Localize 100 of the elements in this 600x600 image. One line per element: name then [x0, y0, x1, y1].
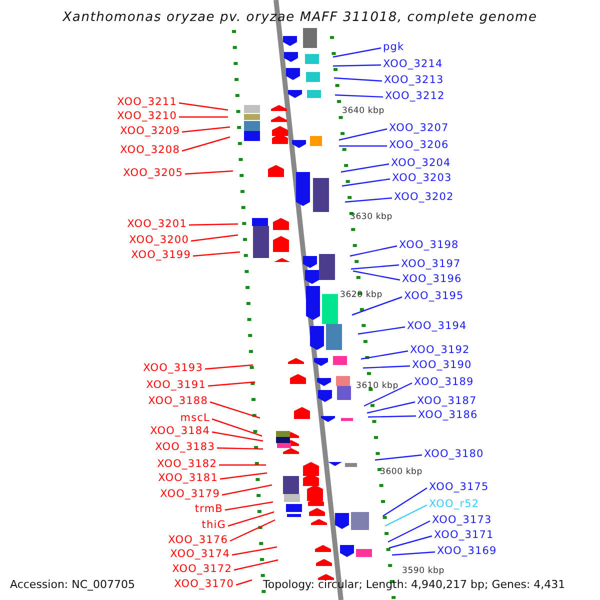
gene-label: XOO_3181 [158, 472, 218, 485]
gene-label: XOO_3199 [131, 249, 191, 262]
gene-label: XOO_3194 [407, 320, 467, 333]
leader-line [224, 501, 274, 511]
gene-label: XOO_3186 [418, 409, 478, 422]
axis-tick-label: 3590 kbp [402, 566, 444, 576]
gene-label: XOO_r52 [429, 498, 480, 511]
leader-line [230, 519, 276, 542]
leader-line [228, 511, 274, 527]
leader-line [234, 559, 278, 571]
gene-label: XOO_3196 [402, 273, 462, 286]
leader-line [344, 197, 392, 203]
leader-line [352, 270, 400, 281]
gene-label: XOO_3180 [424, 448, 484, 461]
gene-label: XOO_3172 [172, 563, 232, 576]
gene-label: XOO_3201 [127, 218, 187, 231]
leader-line [179, 116, 228, 118]
leader-line [364, 382, 412, 407]
leader-line [360, 350, 408, 360]
gene-label: pgk [383, 41, 404, 54]
gene-label: XOO_3208 [120, 144, 180, 157]
gene-label: XOO_3189 [414, 376, 474, 389]
gene-label: XOO_3210 [117, 110, 177, 123]
leader-line [188, 223, 238, 226]
leader-line [388, 535, 432, 549]
gene-label: XOO_3205 [123, 167, 183, 180]
gene-label: XOO_3209 [120, 125, 180, 138]
leader-line [212, 431, 264, 442]
leader-line [362, 365, 410, 369]
gene-label: XOO_3187 [417, 395, 477, 408]
leader-line [212, 418, 262, 437]
leader-line [384, 504, 428, 527]
gene-label: XOO_3214 [383, 58, 443, 71]
gene-label: XOO_3169 [437, 545, 497, 558]
leader-line [232, 546, 278, 556]
leader-line [182, 136, 230, 152]
leader-line [358, 326, 406, 335]
gene-label: XOO_3212 [385, 90, 445, 103]
leader-line [184, 170, 234, 175]
gene-label: XOO_3174 [170, 548, 230, 561]
gene-label: XOO_3197 [401, 258, 461, 271]
leader-line [339, 145, 387, 147]
axis-tick-label: 3620 kbp [340, 290, 382, 300]
gene-label: XOO_3204 [391, 157, 451, 170]
gene-label: XOO_3170 [174, 578, 234, 591]
leader-line [340, 163, 390, 173]
gene-label: trmB [194, 503, 223, 516]
axis-tick-label: 3630 kbp [350, 212, 392, 222]
leader-line [392, 551, 436, 556]
gene-label: XOO_3200 [129, 234, 189, 247]
leader-line [222, 484, 272, 496]
gene-label: XOO_3193 [143, 362, 203, 375]
leader-line [350, 264, 400, 270]
footer-text: Topology: circular; Length: 4,940,217 bp; Genes: 4,431 [263, 578, 566, 591]
gene-label: XOO_3203 [392, 172, 452, 185]
leader-line [332, 47, 382, 58]
gene-label: XOO_3202 [394, 191, 454, 204]
gene-label: XOO_3175 [429, 481, 489, 494]
leader-line [332, 64, 382, 67]
gene-label: XOO_3184 [150, 425, 210, 438]
leader-line [374, 454, 422, 461]
leader-line [220, 472, 268, 480]
gene-label: XOO_3211 [117, 96, 177, 109]
gene-label: XOO_3190 [412, 359, 472, 372]
gene-label: XOO_3183 [155, 441, 215, 454]
gene-label: XOO_3176 [168, 534, 228, 547]
leader-line [352, 296, 402, 316]
axis-tick-label: 3610 kbp [356, 381, 398, 391]
leader-line [388, 520, 430, 543]
gene-label: XOO_3173 [432, 514, 492, 527]
leader-line [208, 381, 256, 387]
leader-line [216, 447, 264, 450]
leader-line [210, 401, 260, 419]
gene-label: XOO_3182 [157, 458, 217, 471]
leader-line [219, 464, 266, 466]
leader-line [190, 234, 238, 242]
leader-line [338, 128, 388, 141]
gene-label: XOO_3188 [148, 395, 208, 408]
gene-label: XOO_3198 [399, 239, 459, 252]
leader-line [204, 364, 254, 370]
leader-line [334, 94, 384, 98]
gene-label: XOO_3171 [434, 529, 494, 542]
title: Xanthomonas oryzae pv. oryzae MAFF 311018, complete genome [62, 11, 538, 24]
gene-label: mscL [180, 412, 210, 425]
axis-tick-label: 3640 kbp [342, 106, 384, 116]
leader-line [342, 178, 390, 187]
footer-text: Accession: NC_007705 [10, 578, 136, 591]
gene-label: thiG [202, 519, 226, 532]
leader-line [192, 251, 240, 257]
leader-line [368, 415, 416, 418]
gene-label: XOO_3191 [146, 379, 206, 392]
leader-line [182, 126, 230, 133]
gene-label: XOO_3213 [384, 74, 444, 87]
gene-label: XOO_3206 [389, 139, 449, 152]
gene-label: XOO_3195 [404, 290, 464, 303]
leader-line [382, 488, 428, 516]
gene-label: XOO_3179 [160, 488, 220, 501]
leader-line [366, 401, 416, 414]
axis-tick-label: 3600 kbp [380, 467, 422, 477]
leader-line [178, 102, 228, 111]
